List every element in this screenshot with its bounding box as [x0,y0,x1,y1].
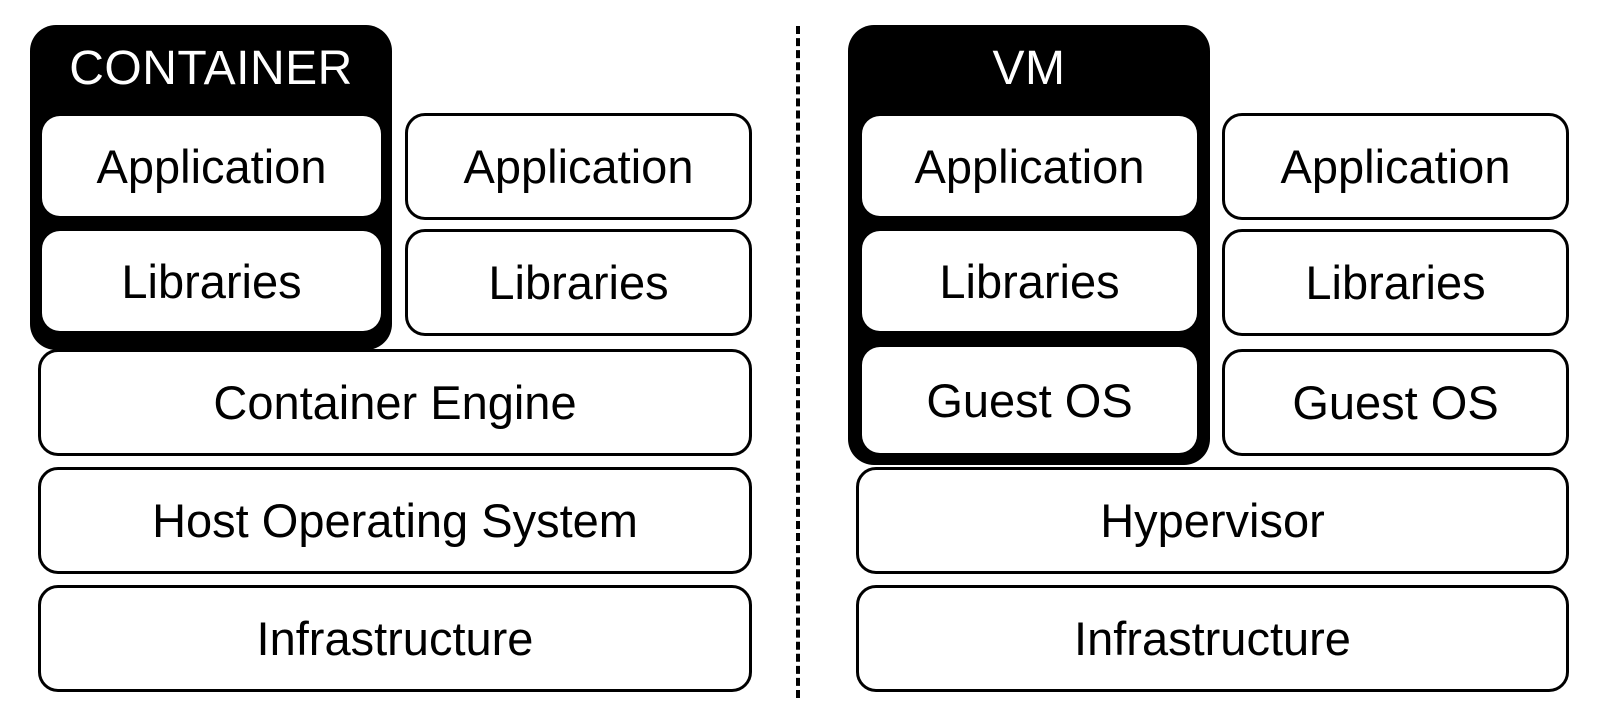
container-application-box: Application [42,116,381,216]
dashed-divider [796,26,800,698]
container-title: CONTAINER [69,42,353,95]
vm-application-box-2: Application [1222,113,1569,220]
container-highlight: CONTAINER Application Libraries [30,25,392,350]
host-operating-system-box: Host Operating System [38,467,752,574]
vm-highlight: VM Application Libraries Guest OS [848,25,1210,465]
hypervisor-box: Hypervisor [856,467,1569,574]
vm-libraries-box: Libraries [862,231,1197,331]
application-box: Application [405,113,752,220]
vm-guest-os-box: Guest OS [862,347,1197,453]
vm-application-box: Application [862,116,1197,216]
container-libraries-box: Libraries [42,231,381,331]
vm-infrastructure-box: Infrastructure [856,585,1569,692]
vm-title: VM [992,42,1066,95]
container-engine-box: Container Engine [38,349,752,456]
libraries-box: Libraries [405,229,752,336]
container-infrastructure-box: Infrastructure [38,585,752,692]
guest-os-box-2: Guest OS [1222,349,1569,456]
vm-libraries-box-2: Libraries [1222,229,1569,336]
